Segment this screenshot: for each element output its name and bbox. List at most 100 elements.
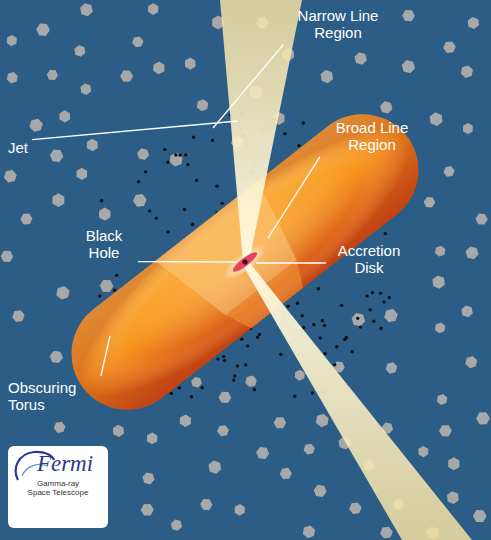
narrow-line-cloud [49, 192, 67, 209]
broad-line-cloud [345, 336, 348, 339]
leader-line [32, 121, 238, 140]
narrow-line-cloud [151, 60, 168, 76]
narrow-line-cloud [96, 206, 113, 222]
narrow-line-cloud [300, 523, 317, 540]
narrow-line-cloud [120, 71, 133, 82]
leader-line [213, 45, 283, 128]
broad-line-cloud [351, 350, 354, 353]
upper-jet [220, 0, 302, 262]
narrow-line-cloud [255, 447, 269, 460]
broad-line-cloud [236, 364, 239, 367]
broad-line-cloud [170, 392, 173, 395]
broad-line-cloud [359, 325, 362, 328]
broad-line-cloud [211, 139, 214, 142]
narrow-line-cloud [27, 116, 45, 134]
narrow-line-cloud [382, 306, 400, 324]
narrow-line-cloud [5, 70, 20, 85]
part-label: Accretion Disk [330, 243, 408, 277]
narrow-line-cloud [435, 392, 450, 406]
narrow-line-cloud [473, 510, 487, 522]
broad-line-cloud [154, 216, 157, 219]
part-label: Black Hole [74, 228, 134, 262]
broad-line-cloud [323, 352, 326, 355]
narrow-line-cloud [54, 284, 72, 302]
logo-name: Fermi [14, 452, 102, 476]
narrow-line-cloud [130, 34, 145, 49]
lower-jet [241, 262, 472, 540]
broad-line-cloud [222, 355, 225, 358]
broad-line-cloud [340, 304, 343, 307]
broad-line-cloud [384, 232, 387, 235]
narrow-line-cloud [313, 412, 331, 430]
narrow-line-cloud [0, 251, 13, 262]
narrow-line-cloud [177, 413, 194, 429]
leader-line [138, 261, 237, 263]
narrow-line-cloud [274, 417, 287, 428]
broad-line-cloud [174, 153, 177, 156]
narrow-line-cloud [141, 472, 155, 485]
broad-line-cloud [286, 305, 289, 308]
narrow-line-cloud [474, 409, 491, 427]
narrow-line-cloud [416, 445, 431, 459]
narrow-line-cloud [475, 213, 488, 224]
broad-line-cloud [100, 199, 103, 202]
narrow-line-cloud [460, 304, 475, 318]
narrow-line-cloud [350, 312, 366, 327]
broad-line-cloud [137, 180, 140, 183]
narrow-line-cloud [384, 360, 400, 376]
broad-line-cloud [300, 314, 303, 317]
broad-line-cloud [240, 337, 243, 340]
part-label: Narrow Line Region [286, 8, 390, 42]
broad-line-cloud [302, 326, 305, 329]
broad-line-cloud [279, 353, 282, 356]
narrow-line-cloud [57, 109, 73, 124]
narrow-line-cloud [400, 59, 416, 74]
broad-line-cloud [365, 294, 368, 297]
narrow-line-cloud [379, 101, 394, 115]
narrow-line-cloud [74, 166, 90, 181]
broad-line-cloud [319, 336, 322, 339]
narrow-line-cloud [464, 246, 480, 260]
narrow-line-cloud [182, 56, 198, 71]
broad-line-cloud [321, 319, 324, 322]
broad-line-cloud [166, 230, 169, 233]
narrow-line-cloud [78, 2, 94, 17]
leader-line [256, 262, 326, 263]
broad-line-cloud [333, 363, 336, 366]
broad-line-cloud [244, 363, 247, 366]
broad-line-cloud [296, 302, 299, 305]
broad-line-cloud [191, 223, 194, 226]
broad-line-cloud [166, 160, 169, 163]
narrow-line-cloud [318, 69, 335, 85]
narrow-line-cloud [79, 82, 93, 96]
broad-line-cloud [113, 289, 116, 292]
part-label: Jet [8, 140, 28, 157]
narrow-line-cloud [139, 501, 155, 518]
broad-line-cloud [178, 386, 181, 389]
part-label: Broad Line Region [322, 120, 422, 154]
narrow-line-cloud [347, 500, 363, 517]
narrow-line-cloud [433, 244, 448, 259]
broad-line-cloud [190, 395, 193, 398]
narrow-line-cloud [463, 354, 479, 370]
broad-line-cloud [312, 323, 315, 326]
leader-line [268, 157, 320, 238]
logo-subtitle: Gamma-ray Space Telescope [27, 479, 89, 497]
narrow-line-cloud [278, 465, 294, 481]
narrow-line-cloud [2, 168, 19, 185]
narrow-line-cloud [10, 308, 26, 325]
broad-line-cloud [220, 202, 223, 205]
broad-line-cloud [98, 294, 101, 297]
narrow-line-cloud [458, 63, 475, 80]
leader-line [101, 336, 110, 376]
narrow-line-cloud [353, 51, 368, 65]
broad-line-cloud [253, 388, 256, 391]
narrow-line-cloud [445, 490, 461, 505]
narrow-line-cloud [170, 519, 184, 532]
broad-line-cloud [178, 153, 181, 156]
narrow-line-cloud [427, 111, 444, 127]
broad-line-cloud [184, 153, 187, 156]
narrow-line-cloud [19, 211, 35, 227]
broad-line-cloud [215, 184, 218, 187]
narrow-line-cloud [99, 280, 113, 293]
